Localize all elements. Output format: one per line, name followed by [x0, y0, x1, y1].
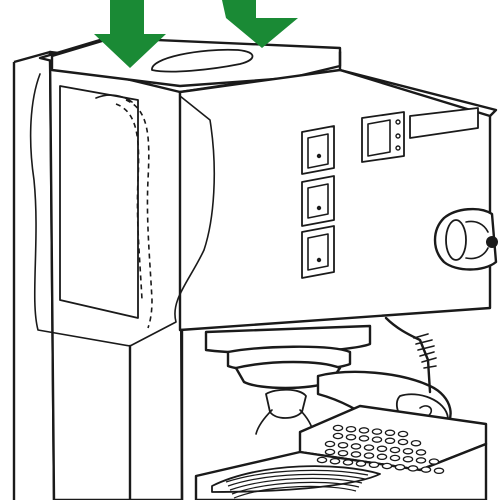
tray-hole [355, 460, 367, 467]
switch-middle[interactable] [301, 175, 335, 227]
tray-hole [407, 465, 419, 472]
tray-hole [402, 447, 414, 455]
tray-hole [376, 445, 388, 453]
portafilter-spout [265, 388, 307, 419]
tray-hole [371, 428, 383, 435]
tank-inner-edge [95, 94, 133, 103]
tank-hose-dashed-2 [115, 103, 143, 301]
tray-hole [410, 439, 422, 447]
grill-line [229, 477, 363, 491]
tray-hole [324, 440, 336, 448]
tray-hole [415, 457, 427, 464]
block-top-edge [338, 50, 498, 118]
tray-hole [332, 432, 344, 440]
grill-line [225, 469, 369, 483]
steam-wand-coil [413, 333, 437, 369]
tray-hole [397, 438, 409, 446]
tray-hole [350, 451, 362, 458]
tray-hole [420, 466, 432, 473]
tray-hole [376, 453, 388, 461]
tray-hole [394, 463, 406, 471]
tray-hole [316, 456, 328, 464]
tray-hole [358, 427, 370, 434]
tray-hole [381, 462, 393, 470]
nameplate [409, 107, 479, 139]
tray-hole [415, 449, 427, 456]
tray-hole [337, 441, 349, 449]
tray-hole [371, 436, 383, 443]
tray-hole [428, 458, 440, 465]
tray-hole [402, 455, 414, 463]
tray-hole [332, 424, 344, 432]
steam-wand [384, 316, 432, 394]
steam-knob[interactable] [433, 207, 498, 271]
left-side-panel [12, 50, 56, 500]
control-panel-face [178, 68, 492, 332]
tray-hole [363, 444, 375, 451]
tray-hole [397, 430, 409, 438]
tray-hole [389, 446, 401, 454]
grill-line [233, 485, 357, 499]
lower-body [128, 328, 184, 500]
lid-handle-slot [151, 48, 254, 73]
tank-inner-panel [59, 85, 139, 319]
tray-hole [358, 435, 370, 442]
tray-hole [368, 461, 380, 469]
tray-hole [342, 459, 354, 466]
reservoir-tank [29, 73, 216, 347]
main-power-switch[interactable] [361, 111, 405, 163]
switch-top[interactable] [301, 125, 335, 175]
arrow-down-icon [94, 0, 166, 68]
tray-hole [384, 429, 396, 437]
tray-hole [389, 454, 401, 462]
arrow-down-icon [222, 0, 298, 48]
tray-hole [345, 433, 357, 441]
tray-hole [384, 437, 396, 445]
drip-tray-holes [316, 424, 445, 475]
tray-hole [350, 443, 362, 450]
tray-hole [324, 448, 336, 456]
grill-line [227, 473, 366, 487]
tray-hole [337, 449, 349, 457]
tray-hole [433, 467, 445, 475]
tank-hose-dashed [125, 99, 153, 329]
tray-hole [345, 425, 357, 433]
drip-tray-grill [225, 469, 369, 499]
tray-hole [363, 452, 375, 459]
switch-bottom[interactable] [301, 225, 335, 279]
tray-hole [329, 457, 341, 465]
spout-left [255, 409, 273, 435]
grill-line [231, 481, 360, 495]
